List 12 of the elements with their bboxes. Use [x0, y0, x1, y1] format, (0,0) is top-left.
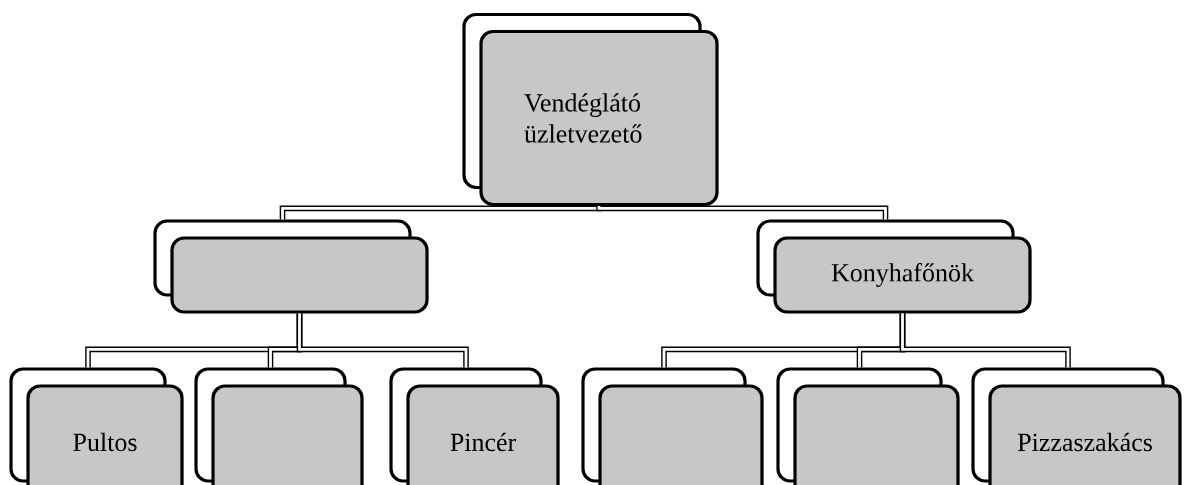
org-box: Konyhafőnök	[756, 219, 1032, 314]
org-box: Pizzaszakács	[971, 367, 1182, 485]
connector-line	[296, 313, 469, 368]
connector-line	[596, 205, 889, 220]
org-box	[776, 367, 960, 485]
org-box	[194, 367, 364, 485]
connector-line	[899, 313, 1071, 368]
org-box: Pincér	[389, 367, 560, 485]
org-box	[581, 367, 764, 485]
org-box: Vendéglátó üzletvezető	[462, 12, 719, 207]
org-box: Pultos	[9, 367, 184, 485]
org-box	[153, 219, 429, 314]
